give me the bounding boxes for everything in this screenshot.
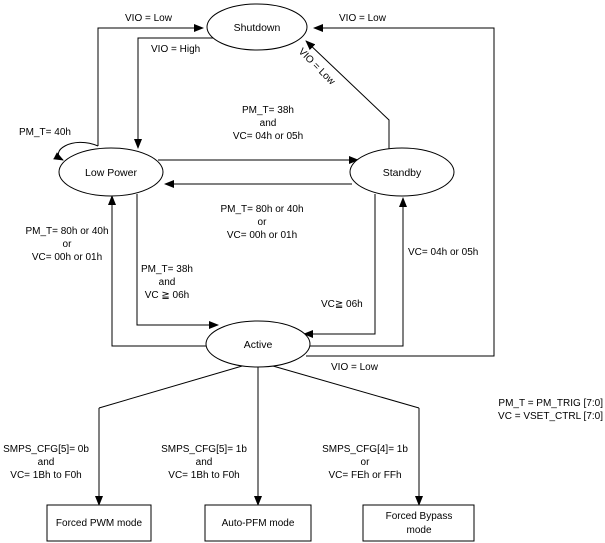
state-active: Active	[205, 320, 311, 368]
edge-active-to-modes-left	[98, 363, 250, 409]
svg-text:SMPS_CFG[5]= 0b: SMPS_CFG[5]= 0b	[3, 444, 89, 455]
svg-text:SMPS_CFG[5]= 1b: SMPS_CFG[5]= 1b	[161, 444, 247, 455]
edge-shutdown-to-lowpower	[134, 37, 224, 149]
label-vio-high: VIO = High	[151, 44, 200, 55]
svg-text:SMPS_CFG[4]= 1b: SMPS_CFG[4]= 1b	[322, 444, 408, 455]
edge-active-to-lowpower	[108, 195, 206, 347]
svg-text:Shutdown: Shutdown	[234, 22, 281, 34]
svg-text:VC= 00h or 01h: VC= 00h or 01h	[32, 252, 102, 263]
svg-text:VC ≧ 06h: VC ≧ 06h	[145, 290, 190, 301]
label-pm-t-40h: PM_T= 40h	[19, 127, 71, 138]
label-vio-low-bottom: VIO = Low	[331, 362, 379, 373]
svg-text:and: and	[260, 118, 277, 129]
edge-lowpower-to-active	[136, 194, 219, 329]
svg-text:PM_T= 80h or 40h: PM_T= 80h or 40h	[25, 226, 108, 237]
label-lowpower-to-standby: PM_T= 38h and VC= 04h or 05h	[233, 105, 303, 142]
svg-text:and: and	[159, 277, 176, 288]
edge-active-to-shutdown	[306, 24, 495, 357]
svg-text:PM_T= 38h: PM_T= 38h	[141, 264, 193, 275]
label-standby-to-active: VC≧ 06h	[321, 299, 363, 310]
state-shutdown: Shutdown	[206, 3, 308, 51]
state-standby: Standby	[349, 147, 455, 197]
label-lowpower-to-active: PM_T= 38h and VC ≧ 06h	[141, 264, 193, 301]
svg-text:Active: Active	[244, 339, 273, 351]
edge-lowpower-self-loop	[53, 141, 99, 161]
svg-text:PM_T = PM_TRIG [7:0]: PM_T = PM_TRIG [7:0]	[498, 398, 603, 409]
mode-auto-pfm: Auto-PFM mode	[204, 504, 312, 542]
label-vio-low-diag: VIO = Low	[296, 46, 338, 88]
svg-text:Forced Bypass: Forced Bypass	[386, 511, 453, 522]
svg-text:or: or	[63, 239, 73, 250]
edge-standby-to-active	[303, 194, 376, 338]
svg-text:VC= 00h or 01h: VC= 00h or 01h	[227, 230, 297, 241]
svg-text:VC= FEh or FFh: VC= FEh or FFh	[328, 470, 401, 481]
svg-text:Standby: Standby	[383, 167, 422, 179]
edge-lowpower-to-shutdown	[97, 24, 204, 146]
svg-text:VC = VSET_CTRL [7:0]: VC = VSET_CTRL [7:0]	[498, 411, 603, 422]
label-forced-bypass-condition: SMPS_CFG[4]= 1b or VC= FEh or FFh	[322, 444, 408, 481]
legend: PM_T = PM_TRIG [7:0] VC = VSET_CTRL [7:0…	[498, 398, 603, 422]
svg-text:VC= 1Bh to F0h: VC= 1Bh to F0h	[10, 470, 81, 481]
svg-text:VC= 1Bh to F0h: VC= 1Bh to F0h	[168, 470, 239, 481]
svg-text:mode: mode	[406, 525, 431, 536]
label-forced-pwm-condition: SMPS_CFG[5]= 0b and VC= 1Bh to F0h	[3, 444, 89, 481]
label-auto-pfm-condition: SMPS_CFG[5]= 1b and VC= 1Bh to F0h	[161, 444, 247, 481]
mode-forced-pwm: Forced PWM mode	[46, 504, 152, 542]
edge-standby-to-shutdown	[305, 40, 390, 150]
label-vio-low-right: VIO = Low	[339, 13, 387, 24]
svg-text:or: or	[361, 457, 371, 468]
label-active-to-standby: VC= 04h or 05h	[408, 247, 478, 258]
label-active-to-lowpower: PM_T= 80h or 40h or VC= 00h or 01h	[25, 226, 108, 263]
state-low-power: Low Power	[58, 147, 164, 197]
svg-text:Auto-PFM mode: Auto-PFM mode	[222, 518, 295, 529]
svg-text:and: and	[196, 457, 213, 468]
svg-text:and: and	[38, 457, 55, 468]
svg-text:Low Power: Low Power	[85, 167, 137, 179]
edge-active-to-modes-right	[265, 363, 420, 409]
svg-text:Forced PWM mode: Forced PWM mode	[56, 518, 143, 529]
edge-active-to-standby	[300, 197, 407, 347]
label-vio-low-left: VIO = Low	[125, 13, 173, 24]
svg-text:VC= 04h or 05h: VC= 04h or 05h	[233, 131, 303, 142]
svg-text:PM_T= 38h: PM_T= 38h	[242, 105, 294, 116]
svg-text:PM_T= 80h or 40h: PM_T= 80h or 40h	[220, 204, 303, 215]
label-standby-to-lowpower: PM_T= 80h or 40h or VC= 00h or 01h	[220, 204, 303, 241]
mode-forced-bypass: Forced Bypass mode	[362, 504, 475, 542]
svg-text:or: or	[258, 217, 268, 228]
